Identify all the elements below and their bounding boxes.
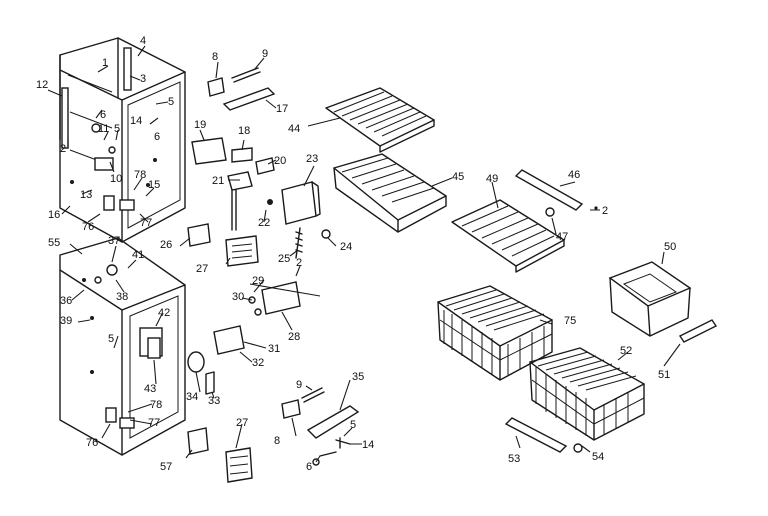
callout-41-label: 41	[132, 249, 144, 261]
callout-21-label: 21	[212, 175, 224, 187]
callout-57-label: 57	[160, 461, 172, 473]
callout-13-label: 13	[80, 189, 92, 201]
callout-45-label: 45	[452, 171, 464, 183]
callout-3-label: 3	[140, 73, 146, 85]
callout-17-label: 17	[276, 103, 288, 115]
rail-53	[504, 417, 583, 453]
callout-8-label: 8	[212, 51, 218, 63]
callout-78-label: 78	[150, 399, 162, 411]
callout-27-label: 27	[196, 263, 208, 275]
callout-28-label: 28	[288, 331, 300, 343]
callout-49-label: 49	[486, 173, 498, 185]
callout-2-label: 2	[296, 257, 302, 269]
callout-26-label: 26	[160, 239, 172, 251]
callout-25-label: 25	[278, 253, 290, 265]
callout-46-label: 46	[568, 169, 580, 181]
callout-14-label: 14	[130, 115, 142, 127]
upper-liner	[59, 37, 186, 243]
callout-18-label: 18	[238, 125, 250, 137]
rail-46	[514, 169, 598, 217]
callout-15-label: 15	[148, 179, 160, 191]
callout-1-label: 1	[102, 57, 108, 69]
callout-75-label: 75	[564, 315, 576, 327]
callout-2-label: 2	[602, 205, 608, 217]
callout-31-label: 31	[268, 343, 280, 355]
callout-47-label: 47	[556, 231, 568, 243]
callout-54-label: 54	[592, 451, 604, 463]
callout-77-label: 77	[148, 417, 160, 429]
callout-52-label: 52	[620, 345, 632, 357]
callout-9-label: 9	[262, 48, 268, 60]
callout-19-label: 19	[194, 119, 206, 131]
leader-lines	[47, 45, 681, 463]
callout-32-label: 32	[252, 357, 264, 369]
callout-22-label: 22	[258, 217, 270, 229]
callout-38-label: 38	[116, 291, 128, 303]
callout-27-label: 27	[236, 417, 248, 429]
callout-39-label: 39	[60, 315, 72, 327]
callout-33-label: 33	[208, 395, 220, 407]
shelf-44	[325, 87, 435, 153]
callout-11-label: 11	[98, 123, 109, 135]
shelf-49	[451, 199, 565, 273]
callout-53-label: 53	[508, 453, 520, 465]
callout-20-label: 20	[274, 155, 286, 167]
callout-24-label: 24	[340, 241, 352, 253]
callout-5-label: 5	[350, 419, 356, 431]
callout-8-label: 8	[274, 435, 280, 447]
callout-6-label: 6	[306, 461, 312, 473]
callout-30-label: 30	[232, 291, 244, 303]
callout-29-label: 29	[252, 275, 264, 287]
callout-16-label: 16	[48, 209, 60, 221]
callout-50-label: 50	[664, 241, 676, 253]
callout-6-label: 6	[100, 109, 106, 121]
callout-43-label: 43	[144, 383, 156, 395]
callout-5-label: 5	[114, 123, 120, 135]
callout-37-label: 37	[108, 235, 120, 247]
handle-51	[678, 319, 718, 343]
callout-12-label: 12	[36, 79, 48, 91]
callout-76-label: 76	[86, 437, 98, 449]
callout-78-label: 78	[134, 169, 146, 181]
lower-liner	[59, 237, 186, 456]
callout-35-label: 35	[352, 371, 364, 383]
callout-42-label: 42	[158, 307, 170, 319]
callout-14-label: 14	[362, 439, 374, 451]
callout-4-label: 4	[140, 35, 146, 47]
callout-23-label: 23	[306, 153, 318, 165]
basket-52	[529, 347, 645, 441]
basket-75	[437, 285, 553, 381]
callout-6-label: 6	[154, 131, 160, 143]
small-parts	[187, 67, 360, 483]
shelf-45	[333, 153, 447, 233]
callout-36-label: 36	[60, 295, 72, 307]
callout-34-label: 34	[186, 391, 198, 403]
callout-9-label: 9	[296, 379, 302, 391]
callout-5-label: 5	[108, 333, 114, 345]
callout-51-label: 51	[658, 369, 670, 381]
callout-44-label: 44	[288, 123, 300, 135]
callout-77-label: 77	[140, 217, 152, 229]
callout-55-label: 55	[48, 237, 60, 249]
callout-2-label: 2	[60, 143, 66, 155]
callout-10-label: 10	[110, 173, 122, 185]
crisper-50	[608, 261, 692, 337]
callout-5-label: 5	[168, 96, 174, 108]
callout-76-label: 76	[82, 221, 94, 233]
